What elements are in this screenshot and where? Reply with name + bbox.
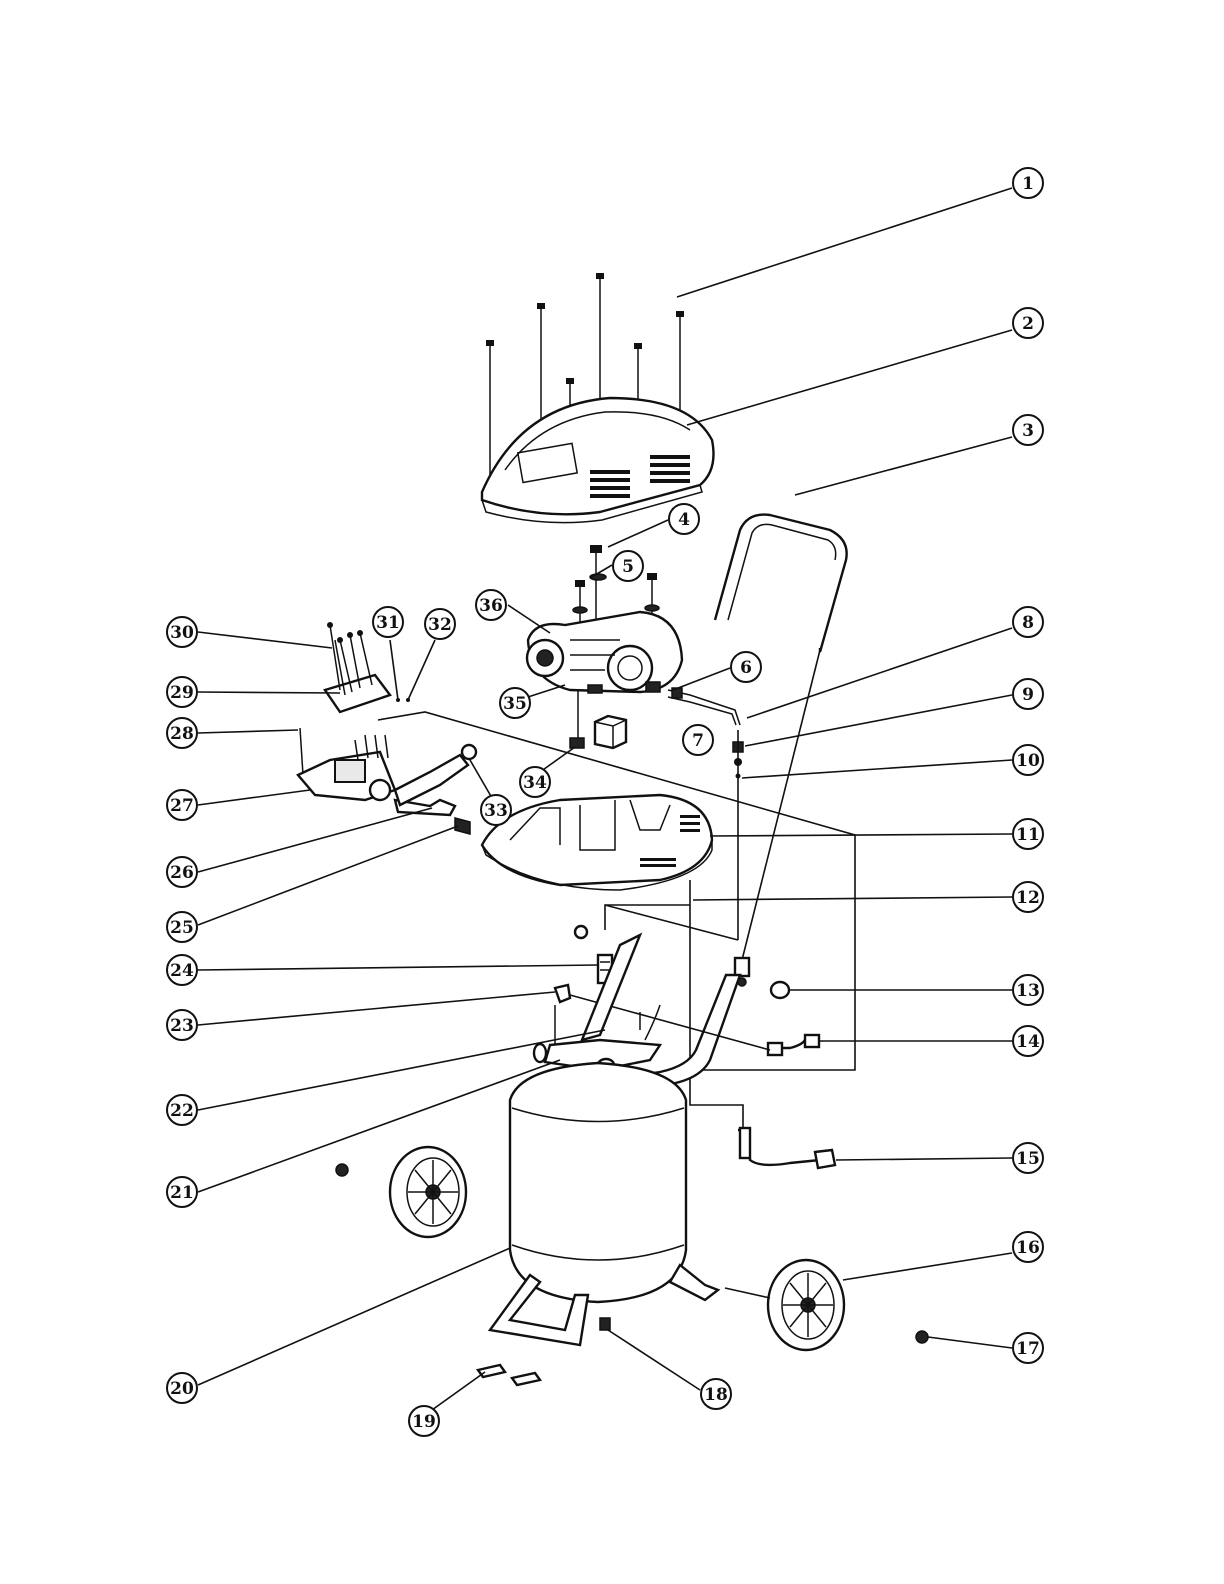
- callout-number: 6: [740, 658, 752, 678]
- callout-number: 2: [1022, 314, 1034, 334]
- callout-number: 27: [170, 796, 194, 816]
- plug-cap: [771, 982, 789, 998]
- callout-16: 16: [1013, 1232, 1043, 1262]
- callout-number: 10: [1016, 751, 1040, 771]
- callout-12: 12: [1013, 882, 1043, 912]
- callout-27: 27: [167, 790, 197, 820]
- callout-number: 25: [170, 918, 194, 938]
- callout-number: 20: [170, 1379, 194, 1399]
- callout-number: 34: [523, 773, 547, 793]
- callout-30: 30: [167, 617, 197, 647]
- callout-33: 33: [481, 795, 511, 825]
- callout-19: 19: [409, 1406, 439, 1436]
- callout-number: 26: [170, 863, 194, 883]
- callout-11: 11: [1013, 819, 1043, 849]
- callout-number: 36: [479, 596, 503, 616]
- power-cord: [738, 1128, 835, 1168]
- callout-18: 18: [701, 1379, 731, 1409]
- parts-artwork: [298, 273, 928, 1385]
- callout-31: 31: [373, 607, 403, 637]
- callout-number: 9: [1022, 685, 1034, 705]
- callout-4: 4: [669, 504, 699, 534]
- callout-24: 24: [167, 955, 197, 985]
- callout-25: 25: [167, 912, 197, 942]
- pressure-switch-assembly: [298, 622, 476, 834]
- callout-15: 15: [1013, 1143, 1043, 1173]
- callout-number: 15: [1016, 1149, 1040, 1169]
- callout-32: 32: [425, 609, 455, 639]
- callout-number: 17: [1016, 1339, 1040, 1359]
- callout-8: 8: [1013, 607, 1043, 637]
- callout-number: 21: [170, 1183, 194, 1203]
- callout-number: 35: [503, 694, 527, 714]
- callout-number: 4: [678, 510, 690, 530]
- safety-valve: [575, 926, 612, 983]
- callout-number: 30: [170, 623, 194, 643]
- callout-number: 24: [170, 961, 194, 981]
- callout-number: 5: [622, 557, 634, 577]
- elbow-fitting: [555, 985, 570, 1002]
- callout-23: 23: [167, 1010, 197, 1040]
- callout-number: 8: [1022, 613, 1034, 633]
- callout-20: 20: [167, 1373, 197, 1403]
- callout-number: 1: [1022, 174, 1034, 194]
- callout-6: 6: [731, 652, 761, 682]
- callout-29: 29: [167, 677, 197, 707]
- callout-number: 31: [376, 613, 400, 633]
- callout-34: 34: [520, 767, 550, 797]
- callout-5: 5: [613, 551, 643, 581]
- callout-number: 7: [692, 731, 704, 751]
- callout-number: 22: [170, 1101, 194, 1121]
- callout-number: 14: [1016, 1032, 1040, 1052]
- callout-10: 10: [1013, 745, 1043, 775]
- callout-2: 2: [1013, 308, 1043, 338]
- air-tank: [510, 1063, 686, 1302]
- callout-number: 18: [704, 1385, 728, 1405]
- callout-number: 33: [484, 801, 508, 821]
- callout-number: 29: [170, 683, 194, 703]
- callout-number: 28: [170, 724, 194, 744]
- left-wheel: [336, 1147, 466, 1237]
- right-wheel: [768, 1260, 928, 1350]
- callout-1: 1: [1013, 168, 1043, 198]
- callout-number: 12: [1016, 888, 1040, 908]
- callout-3: 3: [1013, 415, 1043, 445]
- callout-number: 3: [1022, 421, 1034, 441]
- callout-number: 13: [1016, 981, 1040, 1001]
- callout-13: 13: [1013, 975, 1043, 1005]
- callout-22: 22: [167, 1095, 197, 1125]
- callout-26: 26: [167, 857, 197, 887]
- callout-17: 17: [1013, 1333, 1043, 1363]
- callout-7: 7: [683, 725, 713, 755]
- callout-9: 9: [1013, 679, 1043, 709]
- callout-35: 35: [500, 688, 530, 718]
- callout-14: 14: [1013, 1026, 1043, 1056]
- box-part: [595, 716, 626, 748]
- callout-number: 32: [428, 615, 452, 635]
- callout-number: 19: [412, 1412, 436, 1432]
- callout-number: 23: [170, 1016, 194, 1036]
- callout-number: 11: [1016, 825, 1040, 845]
- callout-36: 36: [476, 590, 506, 620]
- base-shroud: [482, 795, 712, 890]
- callout-number: 16: [1016, 1238, 1040, 1258]
- callout-21: 21: [167, 1177, 197, 1207]
- callout-28: 28: [167, 718, 197, 748]
